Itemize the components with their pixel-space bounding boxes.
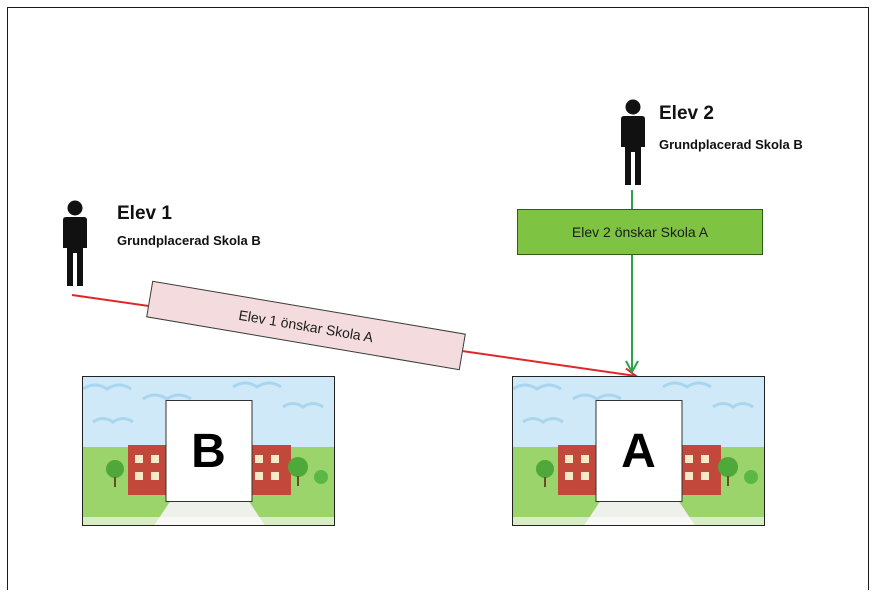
elev2-wish-label: Elev 2 önskar Skola A bbox=[517, 209, 763, 255]
student-status: Grundplacerad Skola B bbox=[117, 233, 261, 248]
student-title: Elev 2 bbox=[659, 103, 714, 124]
school-a-card: A bbox=[512, 376, 765, 526]
school-letter: B bbox=[165, 400, 252, 502]
student-status: Grundplacerad Skola B bbox=[659, 137, 803, 152]
student-title: Elev 1 bbox=[117, 203, 172, 224]
person-icon bbox=[63, 200, 87, 286]
school-b-card: B bbox=[82, 376, 335, 526]
school-letter: A bbox=[595, 400, 682, 502]
person-icon bbox=[621, 99, 645, 185]
diagram-frame bbox=[7, 7, 869, 590]
